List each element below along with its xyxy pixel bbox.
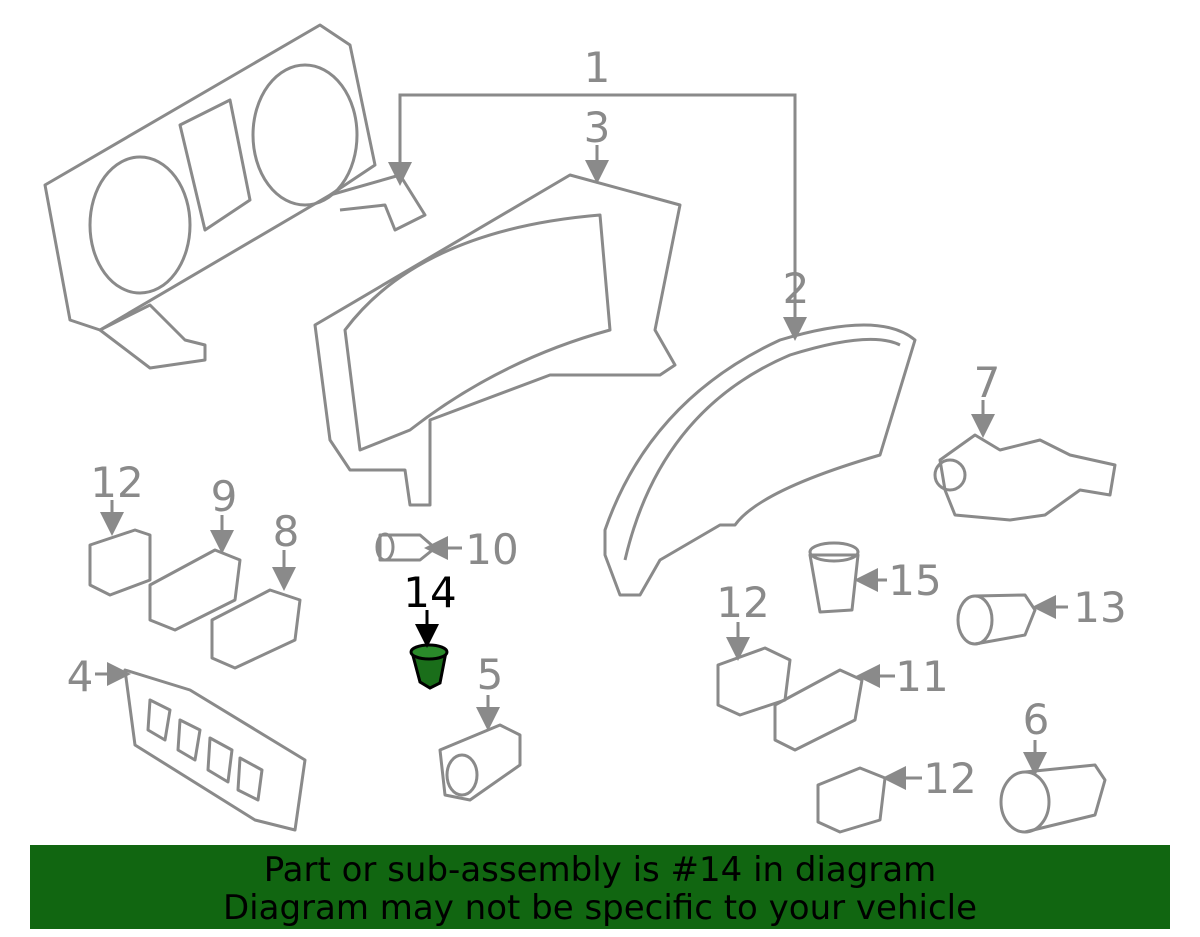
callout-13: 13 [1073, 583, 1126, 632]
callout-12: 12 [923, 754, 976, 803]
callout-4: 4 [67, 652, 94, 701]
callout-10: 10 [465, 525, 518, 574]
switch-12b-drawing [716, 646, 792, 717]
switch-9-drawing [148, 548, 242, 632]
callout-5: 5 [477, 650, 504, 699]
callout-7: 7 [974, 358, 1001, 407]
switch-panel-4-drawing [123, 668, 307, 832]
switch-12c-drawing [816, 766, 887, 834]
switch-8-drawing [210, 588, 302, 670]
part-14-highlighted [409, 643, 449, 690]
socket-6-drawing [999, 763, 1107, 834]
cluster-housing-drawing [313, 173, 682, 507]
switch-13-drawing [956, 593, 1037, 646]
banner-line-2: Diagram may not be specific to your vehi… [222, 888, 978, 928]
switch-12a-drawing [88, 528, 152, 597]
switch-5-drawing [438, 723, 522, 802]
callout-8: 8 [273, 507, 300, 556]
notice-banner: Part or sub-assembly is #14 in diagram D… [30, 845, 1170, 929]
callout-3: 3 [584, 103, 611, 152]
callout-1: 1 [584, 43, 611, 92]
callout-15: 15 [888, 556, 941, 605]
switch-11-drawing [773, 668, 864, 752]
switch-7-drawing [933, 433, 1117, 522]
switch-15-drawing [808, 541, 860, 614]
callout-9: 9 [211, 472, 238, 521]
callout-12: 12 [90, 458, 143, 507]
callout-2: 2 [783, 264, 810, 313]
callout-11: 11 [895, 652, 948, 701]
cluster-lens-drawing [603, 323, 917, 597]
callout-12: 12 [716, 578, 769, 627]
callout-6: 6 [1023, 695, 1050, 744]
instrument-cluster-drawing [43, 23, 427, 370]
banner-line-1: Part or sub-assembly is #14 in diagram [263, 850, 937, 890]
bulb-10-drawing [375, 532, 437, 562]
callout-14-highlighted: 14 [403, 568, 456, 617]
